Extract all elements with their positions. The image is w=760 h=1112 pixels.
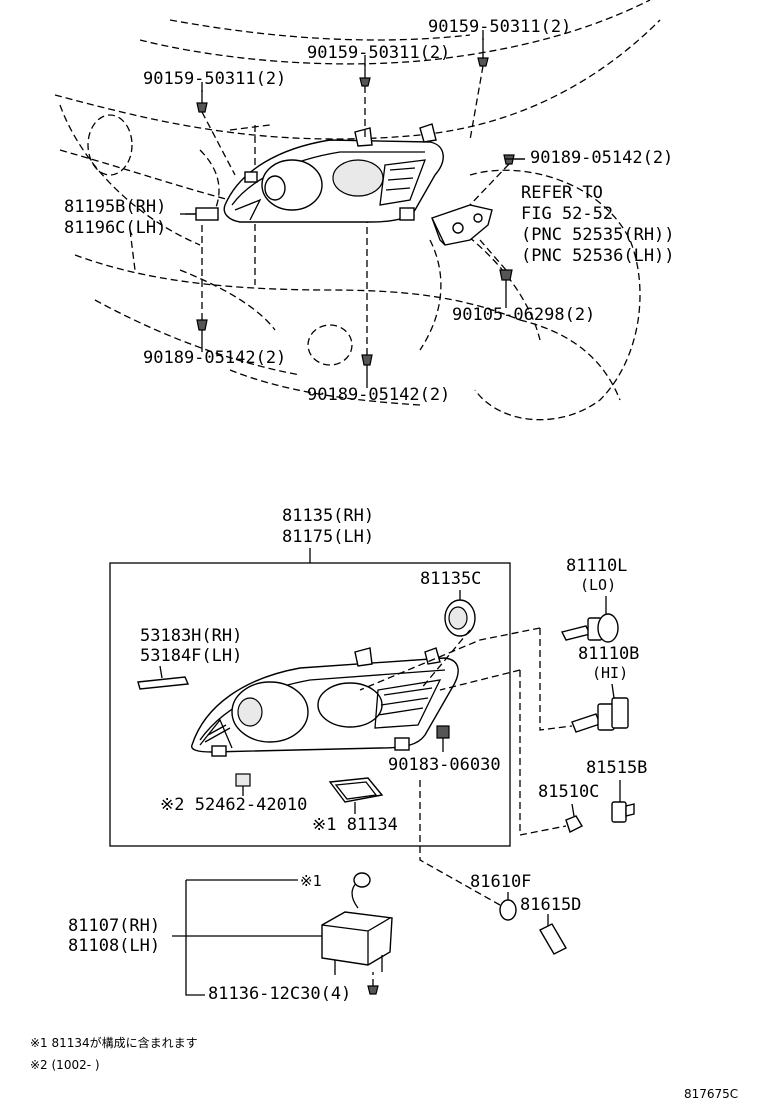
bracket-part [431,204,493,246]
label-ballast-lh: 81108(LH) [68,936,160,956]
side-bulb-part [565,803,583,833]
bolt-bracket-drawing [479,239,513,300]
label-mark1-part: ※1 81134 [312,815,398,835]
label-refer-4: (PNC 52536(LH)) [521,246,675,266]
label-clip-right: 90189-05142(2) [530,148,673,168]
clip-lower-mid-drawing [361,222,373,380]
label-nut: 90183-06030 [388,755,501,775]
clip-right-drawing [469,154,525,206]
figure-code: 817675C [684,1087,738,1101]
label-bolt-top-right: 90159-50311(2) [428,17,571,37]
mark2-part-drawing [235,773,251,796]
label-cap: 81135C [420,569,481,589]
label-mark1: ※1 [300,872,322,890]
label-strip-lh: 53184F(LH) [140,646,242,666]
bulb-hi-part [571,683,629,733]
mark1-part-drawing [328,777,384,814]
label-assy-lh: 81175(LH) [282,527,374,547]
label-bulb-lo-sub: (LO) [580,576,616,594]
footnote-2: ※2 (1002- ) [30,1058,100,1072]
label-refer-1: REFER TO [521,183,603,203]
headlamp-installed-drawing [223,123,444,223]
label-strip-rh: 53183H(RH) [140,626,242,646]
bolt-top-left-drawing [196,90,236,176]
strip-part [137,665,190,690]
screw-part [367,972,379,995]
ballast-part [321,872,393,975]
clip-lower-left-drawing [196,225,208,345]
label-bolt-bracket: 90105-06298(2) [452,305,595,325]
label-ballast-rh: 81107(RH) [68,916,160,936]
top-leader-lines [185,30,525,388]
nut-part [436,725,450,752]
label-mark2-part: ※2 52462-42010 [160,795,307,815]
label-bolt-top-mid: 90159-50311(2) [307,43,450,63]
assembly-frame [109,562,511,847]
label-clip-lower-left: 90189-05142(2) [143,348,286,368]
label-socket: 81515B [586,758,647,778]
label-assy-rh: 81135(RH) [282,506,374,526]
bolt-top-mid-drawing [359,64,371,140]
bulb-f-part [499,892,517,921]
footnote-1: ※1 81134が構成に含まれます [30,1035,198,1050]
label-bulb-hi-sub: (HI) [592,664,628,682]
label-bulb-f: 81610F [470,872,531,892]
label-screw: 81136-12C30(4) [208,984,351,1004]
label-refer-3: (PNC 52535(RH)) [521,225,675,245]
socket-part [611,780,635,823]
label-adjuster-lh: 81196C(LH) [64,218,166,238]
label-bulb-lo: 81110L [566,556,627,576]
label-clip-lower-mid: 90189-05142(2) [307,385,450,405]
label-bulb-hi: 81110B [578,644,639,664]
bolt-top-right-drawing [469,38,489,141]
label-adjuster-rh: 81195B(RH) [64,197,166,217]
ballast-bracket-line [185,880,205,996]
bulb-lo-part [560,596,619,643]
label-socket-d: 81615D [520,895,581,915]
socket-d-part [539,914,567,955]
cap-part [444,590,476,637]
headlamp-assembly-drawing [191,647,459,757]
exploded-dashed-lines [359,627,573,906]
label-refer-2: FIG 52-52 [521,204,613,224]
label-bolt-top-left: 90159-50311(2) [143,69,286,89]
label-side-bulb: 81510C [538,782,599,802]
